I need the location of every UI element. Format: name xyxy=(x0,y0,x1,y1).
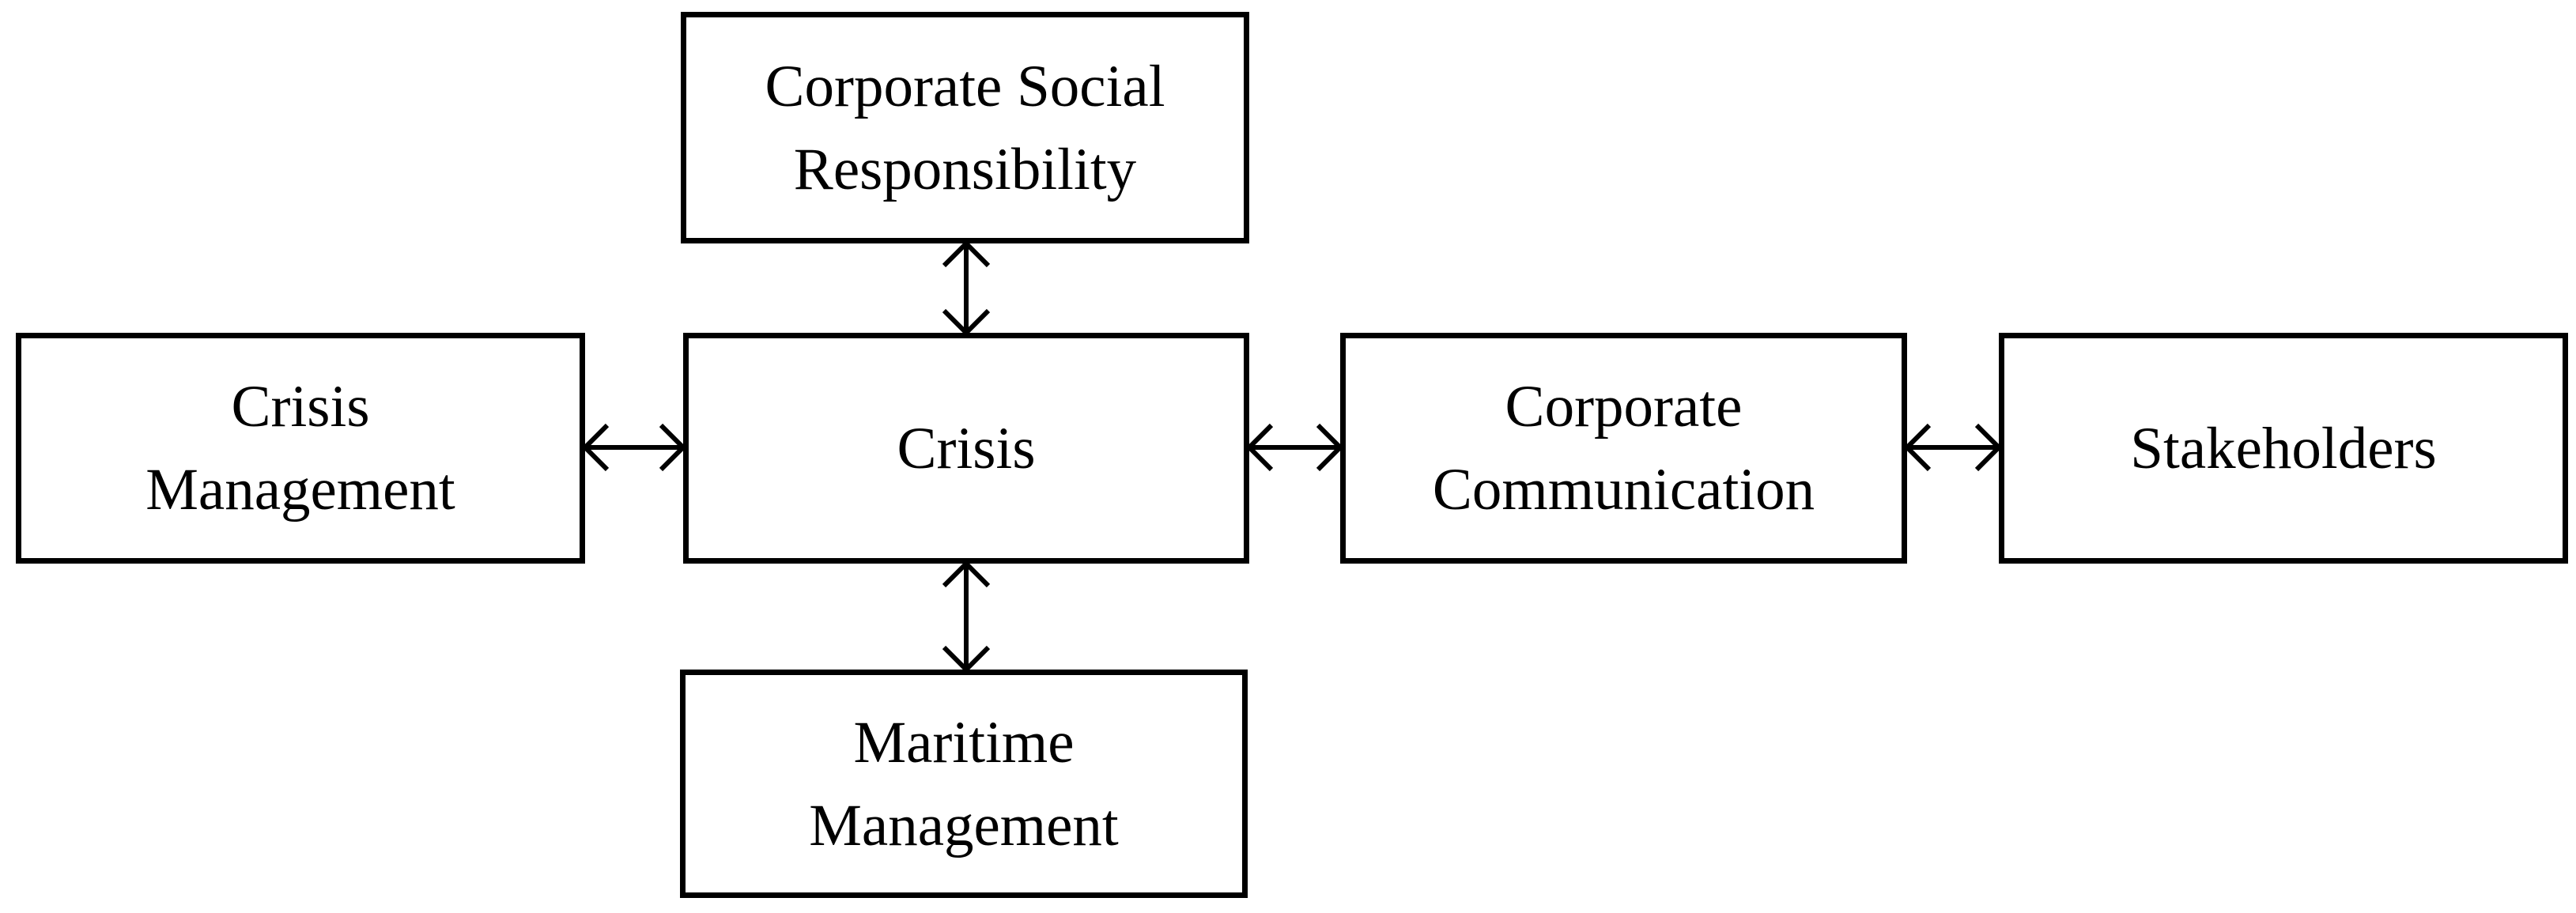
arrow-crisis-maritime xyxy=(942,560,991,673)
node-stakeholders: Stakeholders xyxy=(1999,333,2568,564)
arrow-crisis-csr xyxy=(942,240,991,337)
node-corporate-communication: Corporate Communication xyxy=(1340,333,1907,564)
node-label-crisis-management: Crisis Management xyxy=(145,374,455,523)
node-label-corporate-social-responsibility: Corporate Social Responsibility xyxy=(765,53,1165,202)
arrow-corpcomm-stakeholders xyxy=(1903,423,2003,472)
node-maritime-management: Maritime Management xyxy=(680,670,1248,898)
node-label-maritime-management: Maritime Management xyxy=(809,709,1119,858)
node-crisis-management: Crisis Management xyxy=(16,333,585,564)
node-label-stakeholders: Stakeholders xyxy=(2130,415,2437,481)
node-label-corporate-communication: Corporate Communication xyxy=(1432,374,1815,523)
arrow-crisis-corpcomm xyxy=(1245,423,1344,472)
node-crisis: Crisis xyxy=(683,333,1249,564)
node-label-crisis: Crisis xyxy=(897,415,1036,481)
arrow-crisismgmt-crisis xyxy=(581,423,687,472)
node-corporate-social-responsibility: Corporate Social Responsibility xyxy=(681,12,1249,243)
